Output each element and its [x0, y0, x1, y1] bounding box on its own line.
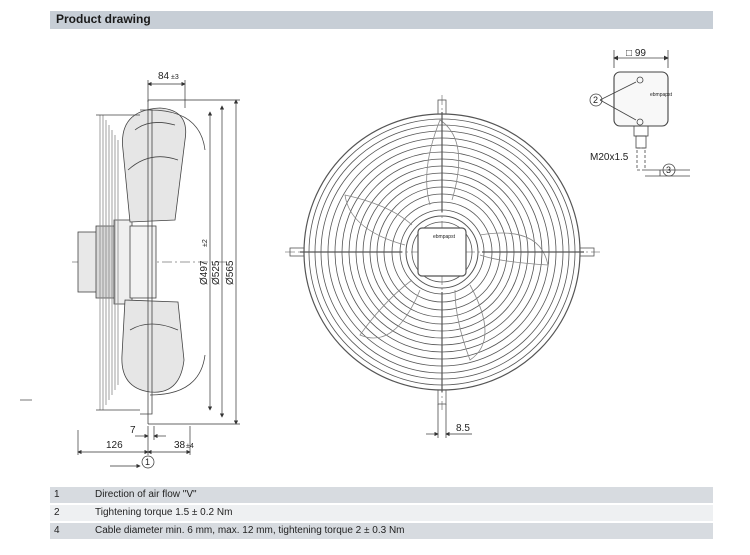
- legend-text: Tightening torque 1.5 ± 0.2 Nm: [95, 507, 233, 518]
- dim-right-tolerance: ±4: [186, 443, 194, 450]
- terminal-box: [589, 50, 690, 177]
- product-drawing: 84 ±3 Ø497 ±2 Ø525 Ø565 7 126 38 ±4 1: [20, 48, 690, 469]
- legend-num: 2: [54, 507, 60, 518]
- dia-inner-label: Ø497: [199, 260, 210, 285]
- front-view: [285, 95, 600, 410]
- thread-label: M20x1.5: [590, 152, 629, 163]
- box-brand-label: ebmpapst: [650, 92, 673, 98]
- section-header: Product drawing: [50, 11, 713, 29]
- torque-callout: 2: [593, 95, 598, 105]
- dim-top-label: 84: [158, 71, 170, 82]
- side-view-dimensions: [77, 80, 240, 469]
- legend-row: 4 Cable diameter min. 6 mm, max. 12 mm, …: [50, 523, 713, 539]
- dim-small-label: 7: [130, 425, 136, 436]
- legend-text: Cable diameter min. 6 mm, max. 12 mm, ti…: [95, 525, 405, 536]
- dia-mid-label: Ø525: [211, 260, 222, 285]
- dim-left-label: 126: [106, 440, 123, 451]
- bolt-dim-label: 8.5: [456, 423, 470, 434]
- legend-table: 1 Direction of air flow "V" 2 Tightening…: [50, 487, 713, 541]
- dim-top-tolerance: ±3: [171, 74, 179, 81]
- airflow-callout: 1: [145, 457, 150, 467]
- legend-num: 1: [54, 489, 60, 500]
- cable-callout: 3: [666, 165, 671, 175]
- dim-right-label: 38: [174, 440, 186, 451]
- legend-num: 4: [54, 525, 60, 536]
- dia-inner-tolerance: ±2: [202, 239, 209, 247]
- legend-row: 2 Tightening torque 1.5 ± 0.2 Nm: [50, 505, 713, 521]
- box-size-label: □ 99: [626, 48, 646, 59]
- side-view: [72, 100, 230, 424]
- section-title: Product drawing: [56, 12, 151, 26]
- legend-row: 1 Direction of air flow "V": [50, 487, 713, 503]
- front-brand-label: ebmpapst: [433, 234, 456, 240]
- legend-text: Direction of air flow "V": [95, 489, 197, 500]
- front-view-dimensions: [426, 404, 472, 438]
- dia-outer-label: Ø565: [225, 260, 236, 285]
